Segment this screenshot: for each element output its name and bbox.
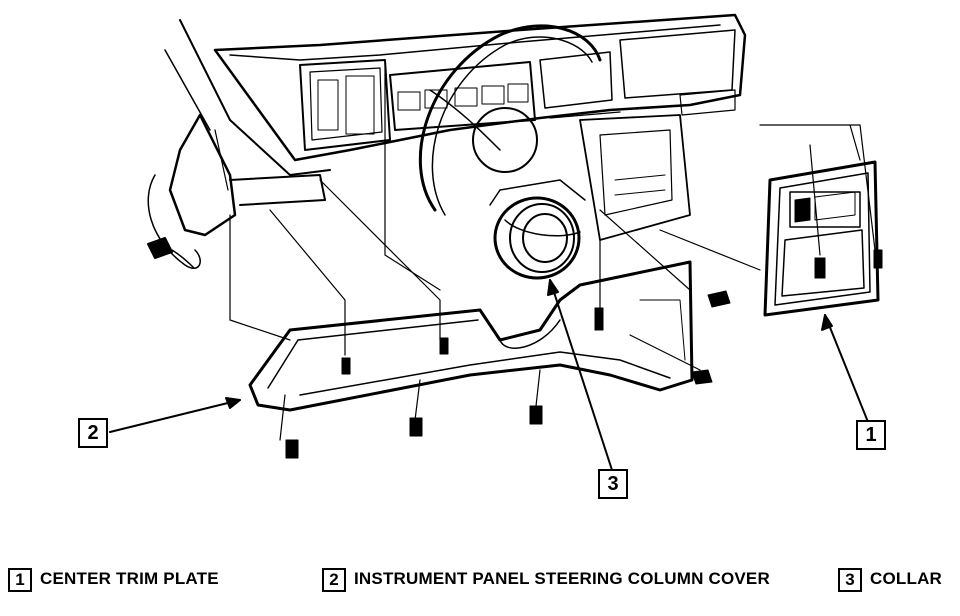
left-end-panel: [147, 113, 326, 270]
steering-column-cover: [248, 260, 694, 412]
center-console: [579, 114, 691, 241]
legend-number: 2: [322, 568, 346, 592]
column-collar: [489, 179, 586, 280]
callout-1-box: 1: [856, 420, 886, 450]
legend-item-steering-column-cover: 2 INSTRUMENT PANEL STEERING COLUMN COVER: [322, 568, 782, 592]
steering-wheel: [418, 24, 602, 216]
legend-label: COLLAR: [870, 569, 943, 588]
legend-item-center-trim-plate: 1 CENTER TRIM PLATE: [8, 568, 219, 592]
callout-2-box: 2: [78, 418, 108, 448]
leader-lines: [229, 59, 876, 441]
center-trim-plate: [763, 160, 880, 317]
instrument-panel: [164, 13, 747, 176]
electrical-connector: [147, 237, 195, 269]
legend-number: 1: [8, 568, 32, 592]
screws: [285, 249, 883, 459]
pointer-arrows: [109, 279, 869, 471]
callout-3-box: 3: [598, 469, 628, 499]
legend-label: INSTRUMENT PANEL STEERING COLUMN COVER: [354, 569, 770, 588]
legend-number: 3: [838, 568, 862, 592]
legend-item-collar: 3 COLLAR: [838, 568, 942, 592]
legend-label: CENTER TRIM PLATE: [40, 569, 219, 588]
